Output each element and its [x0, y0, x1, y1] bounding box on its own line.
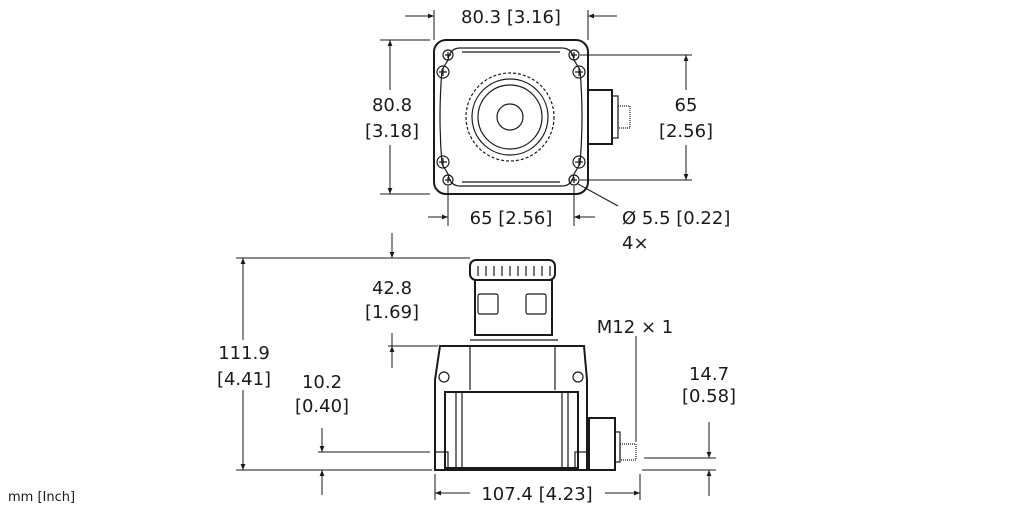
dim-cap-height-mm: 42.8	[372, 278, 412, 299]
connector-side	[588, 417, 637, 471]
actuator-button	[496, 103, 524, 131]
dim-hole-spacing-h: 65 [2.56]	[470, 208, 553, 229]
knurled-ring	[465, 72, 555, 162]
dim-hole-count: 4×	[622, 233, 649, 254]
top-view: 80.3 [3.16] 80.8 [3.18] 65 [2.56] 65 [2.…	[365, 7, 730, 254]
connector-thread-label: M12 × 1	[597, 317, 673, 338]
mounting-hole-icons	[436, 49, 586, 186]
dim-top-height-in: [3.18]	[365, 121, 419, 142]
dim-hole-spacing-v-in: [2.56]	[659, 121, 713, 142]
dim-base-height-in: [0.40]	[295, 396, 349, 417]
housing-side	[434, 345, 589, 471]
dim-hole-spacing-v-mm: 65	[675, 95, 698, 116]
dim-top-width: 80.3 [3.16]	[461, 7, 561, 28]
side-view: 111.9 [4.41] 42.8 [1.69] 10.2 [0.40] M12…	[217, 233, 736, 505]
dim-total-height-in: [4.41]	[217, 369, 271, 390]
dim-hole-diameter: Ø 5.5 [0.22]	[622, 208, 730, 229]
dim-total-height-mm: 111.9	[218, 343, 270, 364]
dim-top-height-mm: 80.8	[372, 95, 412, 116]
dim-connector-height-mm: 14.7	[689, 364, 729, 385]
dim-base-height-mm: 10.2	[302, 372, 342, 393]
dim-total-width: 107.4 [4.23]	[481, 484, 592, 505]
dim-connector-height-in: [0.58]	[682, 386, 736, 407]
connector-top	[587, 89, 631, 145]
actuator-cap	[469, 259, 558, 341]
dim-cap-height-in: [1.69]	[365, 302, 419, 323]
housing-top	[433, 39, 589, 195]
units-label: mm [Inch]	[8, 490, 75, 505]
